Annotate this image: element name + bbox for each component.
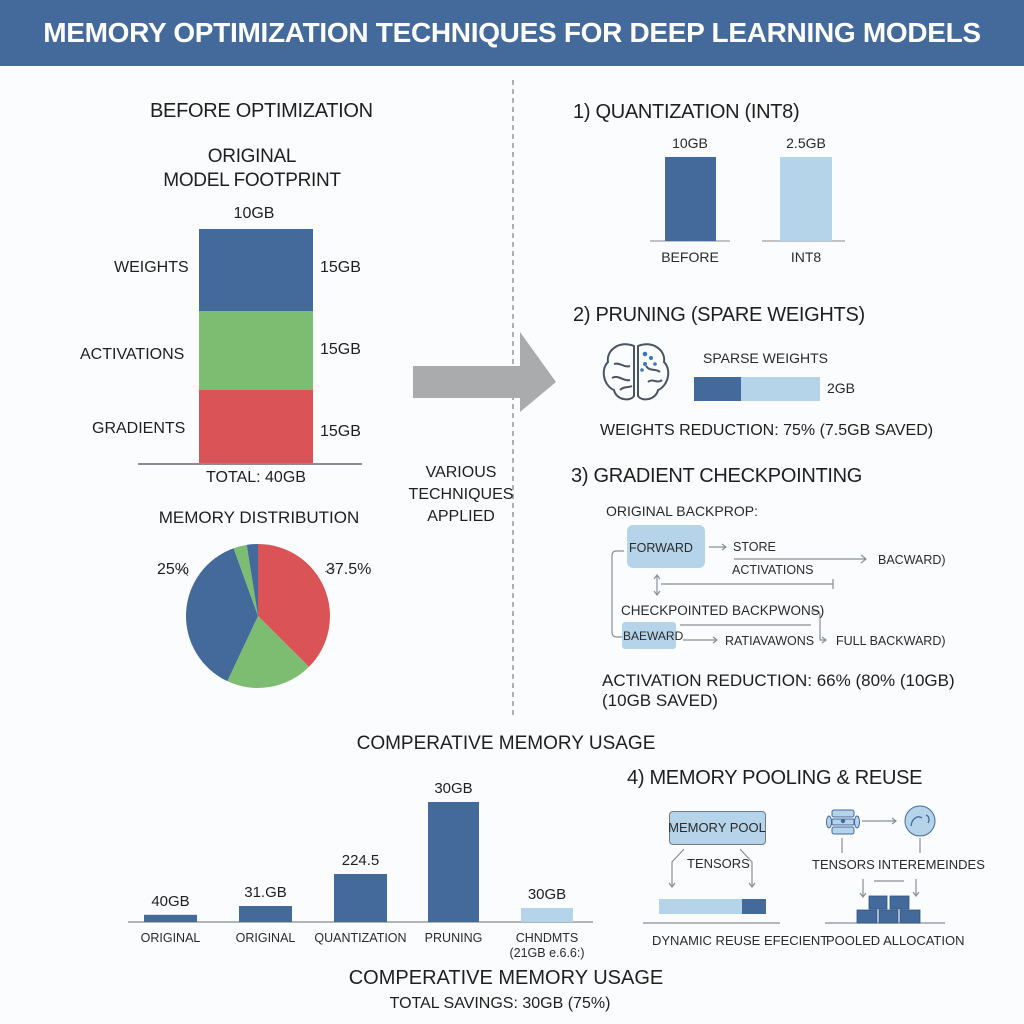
pruning-heading: 2) PRUNING (SPARE WEIGHTS) [573,304,865,326]
stack-baseline [138,463,362,465]
recompute-label: RATIAVAWONS [725,634,815,648]
middle-line-3: APPLIED [427,508,495,525]
comparison-bar [521,908,573,922]
pie-leader-25 [178,569,189,577]
quant-before-bar [665,157,716,241]
page-title: MEMORY OPTIMIZATION TECHNIQUES FOR DEEP … [43,17,981,48]
pie-label-25: 25% [157,561,190,578]
distribution-title: MEMORY DISTRIBUTION [158,508,360,527]
quant-before-label: BEFORE [661,249,719,265]
intermediates-label: INTEREMEINDES [878,857,985,872]
forward-label: FORWARD [629,541,693,555]
dynamic-reuse-label: DYNAMIC REUSE EFECIENT [652,933,829,948]
checkpointed-label: CHECKPOINTED BACKPWONS) [621,603,825,618]
activations-value: 15GB [320,341,361,358]
bar-value-label: 40GB [151,892,190,910]
sparse-weights-bar [694,377,820,401]
bar-category-label: CHNDMTS [515,931,579,945]
weights-value: 15GB [320,259,361,276]
weights-label: WEIGHTS [114,259,189,276]
checkpoint-connectors [611,543,867,644]
original-backprop-label: ORIGINAL BACKPROP: [606,503,758,519]
store-label: STORE [733,540,776,554]
comparison-bar [239,906,292,922]
bar-category-label: PRUNING [424,931,483,945]
bar-value-label: 30GB [434,780,473,797]
forward-box [627,525,705,568]
activation-reduction-1: ACTIVATION REDUCTION: 66% (80% (10GB) [602,671,955,690]
tensors-right-label: TENSORS [812,857,875,872]
bar-value-label: 31.GB [244,884,287,901]
footprint-title-2: MODEL FOOTPRINT [163,170,341,191]
tensors-left-label: TENSORS [687,856,750,871]
comparison-bar [334,874,387,922]
bar-category-label: QUANTIZATION [314,931,407,945]
quantization-heading: 1) QUANTIZATION (INT8) [573,101,800,123]
chart-subtitle: TOTAL SAVINGS: 30GB (75%) [389,995,611,1012]
memory-pool-box [669,811,766,845]
memory-pool-label: MEMORY POOL [668,820,766,835]
comparison-heading-top: COMPERATIVE MEMORY USAGE [356,733,656,754]
quant-int8-label: INT8 [790,249,822,265]
activation-reduction-2: (10GB SAVED) [602,691,718,710]
gradients-segment [199,390,313,463]
backward-box-label: BAEWARD [623,629,684,643]
bar-value-label: 30GB [527,886,567,903]
middle-line-1: VARIOUS [425,464,497,481]
activations-segment [199,310,313,391]
weights-segment [199,229,313,311]
pie-slice-blue [246,544,258,616]
quant-before-value: 10GB [672,135,708,151]
header-banner: MEMORY OPTIMIZATION TECHNIQUES FOR DEEP … [0,0,1024,66]
quant-int8-bar [780,157,832,241]
before-heading: BEFORE OPTIMIZATION [150,100,373,122]
pooling-heading: 4) MEMORY POOLING & REUSE [627,767,923,789]
comparison-bar [144,914,197,922]
gradients-value: 15GB [320,423,361,440]
dynamic-reuse-bar [659,899,766,914]
total-label: TOTAL: 40GB [206,469,306,486]
sparse-weights-fill [694,377,741,401]
intermediates-icon [904,805,936,837]
quant-int8-value: 2.5GB [786,135,826,151]
full-backward-label: FULL BACKWARD) [836,634,946,648]
transition-arrow-icon [413,332,556,412]
bar-category-sublabel: (21GB e.6.6:) [509,946,585,960]
chart-title: COMPERATIVE MEMORY USAGE [348,967,664,989]
comparison-bar [428,802,479,922]
footprint-title-1: ORIGINAL [207,146,297,167]
pie-label-37: 37.5% [326,561,372,578]
backward-end-label: BACWARD) [878,553,946,567]
dynamic-reuse-fill [659,899,743,914]
pie-slice-green [233,544,258,616]
pie-leader-37 [324,568,335,573]
activations-label: ACTIVATIONS [80,346,185,363]
sparse-weights-value: 2GB [827,380,856,396]
pie-slice-blue [186,548,258,682]
pooled-allocation-label: POOLED ALLOCATION [826,933,965,948]
pie-chart [186,544,330,688]
bar-value-label: 224.5 [341,852,380,869]
tensor-icon [826,809,860,835]
stacked-bar [199,229,313,463]
backward-box [622,622,676,649]
pie-slice-green [227,616,309,688]
stack-top-label: 10GB [233,205,275,222]
checkpointing-heading: 3) GRADIENT CHECKPOINTING [571,465,863,487]
gradients-label: GRADIENTS [92,420,186,437]
comparison-bars [144,802,573,922]
middle-line-2: TECHNIQUES [408,486,514,503]
weights-reduction: WEIGHTS REDUCTION: 75% (7.5GB SAVED) [600,422,934,439]
activations-store-label: ACTIVATIONS [732,563,814,577]
bar-category-label: ORIGINAL [140,931,201,945]
pooled-blocks-icon [856,895,921,924]
pie-slice-red [258,544,330,667]
bar-category-label: ORIGINAL [235,931,296,945]
sparse-weights-label: SPARSE WEIGHTS [703,350,828,366]
brain-icon [602,343,670,401]
